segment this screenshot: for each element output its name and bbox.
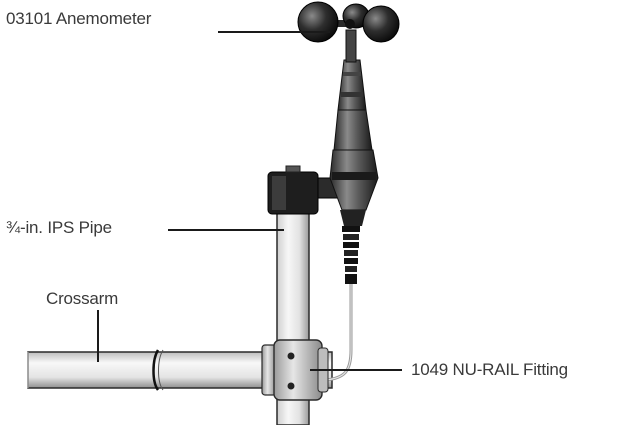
label-crossarm: Crossarm bbox=[46, 289, 119, 308]
label-ips-pipe: ¾-in. IPS Pipe bbox=[6, 218, 112, 237]
cable-strain-relief bbox=[342, 226, 360, 284]
sensor-mount-bracket bbox=[267, 165, 341, 215]
anemometer-sensor bbox=[325, 29, 379, 382]
label-anemometer: 03101 Anemometer bbox=[6, 9, 152, 28]
set-screw-top bbox=[287, 352, 295, 360]
label-nurail-fitting: 1049 NU-RAIL Fitting bbox=[411, 360, 568, 379]
set-screw-bottom bbox=[287, 382, 295, 390]
crossarm-pipe bbox=[27, 349, 333, 391]
